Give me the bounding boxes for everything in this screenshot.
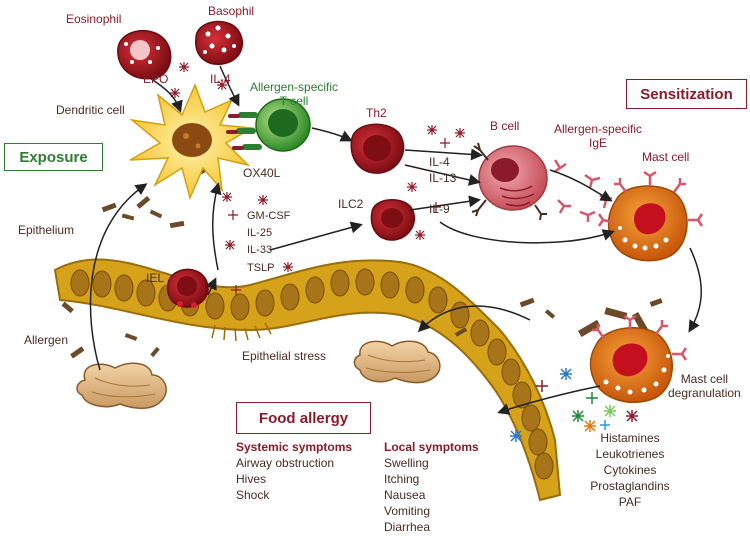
il13-label: IL-13: [429, 171, 456, 185]
mediator-item: PAF: [584, 494, 676, 510]
systemic-symptom-item: Shock: [236, 487, 352, 503]
il9-label: IL-9: [429, 202, 450, 216]
ilc2-label: ILC2: [338, 197, 363, 211]
local-symptom-item: Itching: [384, 471, 479, 487]
mediator-item: Histamines: [584, 430, 676, 446]
exposure-box: Exposure: [4, 143, 103, 171]
local-symptoms-heading: Local symptoms: [384, 439, 479, 455]
ox40l-label: OX40L: [243, 166, 280, 180]
local-symptom-item: Vomiting: [384, 503, 479, 519]
ige-antibodies: [554, 160, 612, 222]
mast-cell: [599, 172, 702, 261]
il25-label: IL-25: [247, 226, 272, 240]
local-symptoms-list: Local symptoms Swelling Itching Nausea V…: [384, 439, 479, 535]
ilc2-cell: [371, 200, 414, 240]
mediator-item: Cytokines: [584, 462, 676, 478]
gm-csf-label: GM-CSF: [247, 209, 290, 223]
il33-label: IL-33: [247, 243, 272, 257]
tslp-label: TSLP: [247, 261, 275, 275]
allergen-specific-t-cell-label: Allergen-specific T cell: [250, 80, 338, 108]
mediator-item: Prostaglandins: [584, 478, 676, 494]
epo-label: EPO: [143, 72, 168, 86]
eosinophil-label: Eosinophil: [66, 12, 121, 26]
basophil-cell: [196, 22, 243, 65]
epithelium-label: Epithelium: [18, 223, 74, 237]
b-cell: [472, 143, 547, 220]
th2-label: Th2: [366, 106, 387, 120]
iel-cell: [168, 269, 208, 308]
local-symptom-item: Nausea: [384, 487, 479, 503]
epithelial-stress-label: Epithelial stress: [242, 349, 326, 363]
mediators-list: Histamines Leukotrienes Cytokines Prosta…: [584, 430, 676, 510]
allergen-label: Allergen: [24, 333, 68, 347]
iel-label: IEL: [146, 271, 164, 285]
allergen-fragments: [61, 153, 662, 359]
dendritic-cell: [130, 85, 252, 198]
peanut-allergen-icon-right: [354, 341, 440, 382]
local-symptom-item: Diarrhea: [384, 519, 479, 535]
basophil-label: Basophil: [208, 4, 254, 18]
mast-cell-degranulation-label: Mast cell degranulation: [668, 372, 741, 400]
th2-cell: [351, 124, 403, 173]
il4-basophil-label: IL-4: [210, 72, 231, 86]
mast-cell-label: Mast cell: [642, 150, 689, 164]
systemic-symptoms-list: Systemic symptoms Airway obstruction Hiv…: [236, 439, 352, 503]
sensitization-box: Sensitization: [626, 79, 747, 109]
b-cell-label: B cell: [490, 119, 519, 133]
allergen-specific-ige-label: Allergen-specific IgE: [554, 122, 642, 150]
il4-th2-label: IL-4: [429, 155, 450, 169]
systemic-symptom-item: Airway obstruction: [236, 455, 352, 471]
local-symptom-item: Swelling: [384, 455, 479, 471]
dendritic-cell-label: Dendritic cell: [56, 103, 125, 117]
systemic-symptom-item: Hives: [236, 471, 352, 487]
food-allergy-box: Food allergy: [236, 402, 371, 434]
systemic-symptoms-heading: Systemic symptoms: [236, 439, 352, 455]
peanut-allergen-icon: [77, 363, 166, 408]
mediator-item: Leukotrienes: [584, 446, 676, 462]
